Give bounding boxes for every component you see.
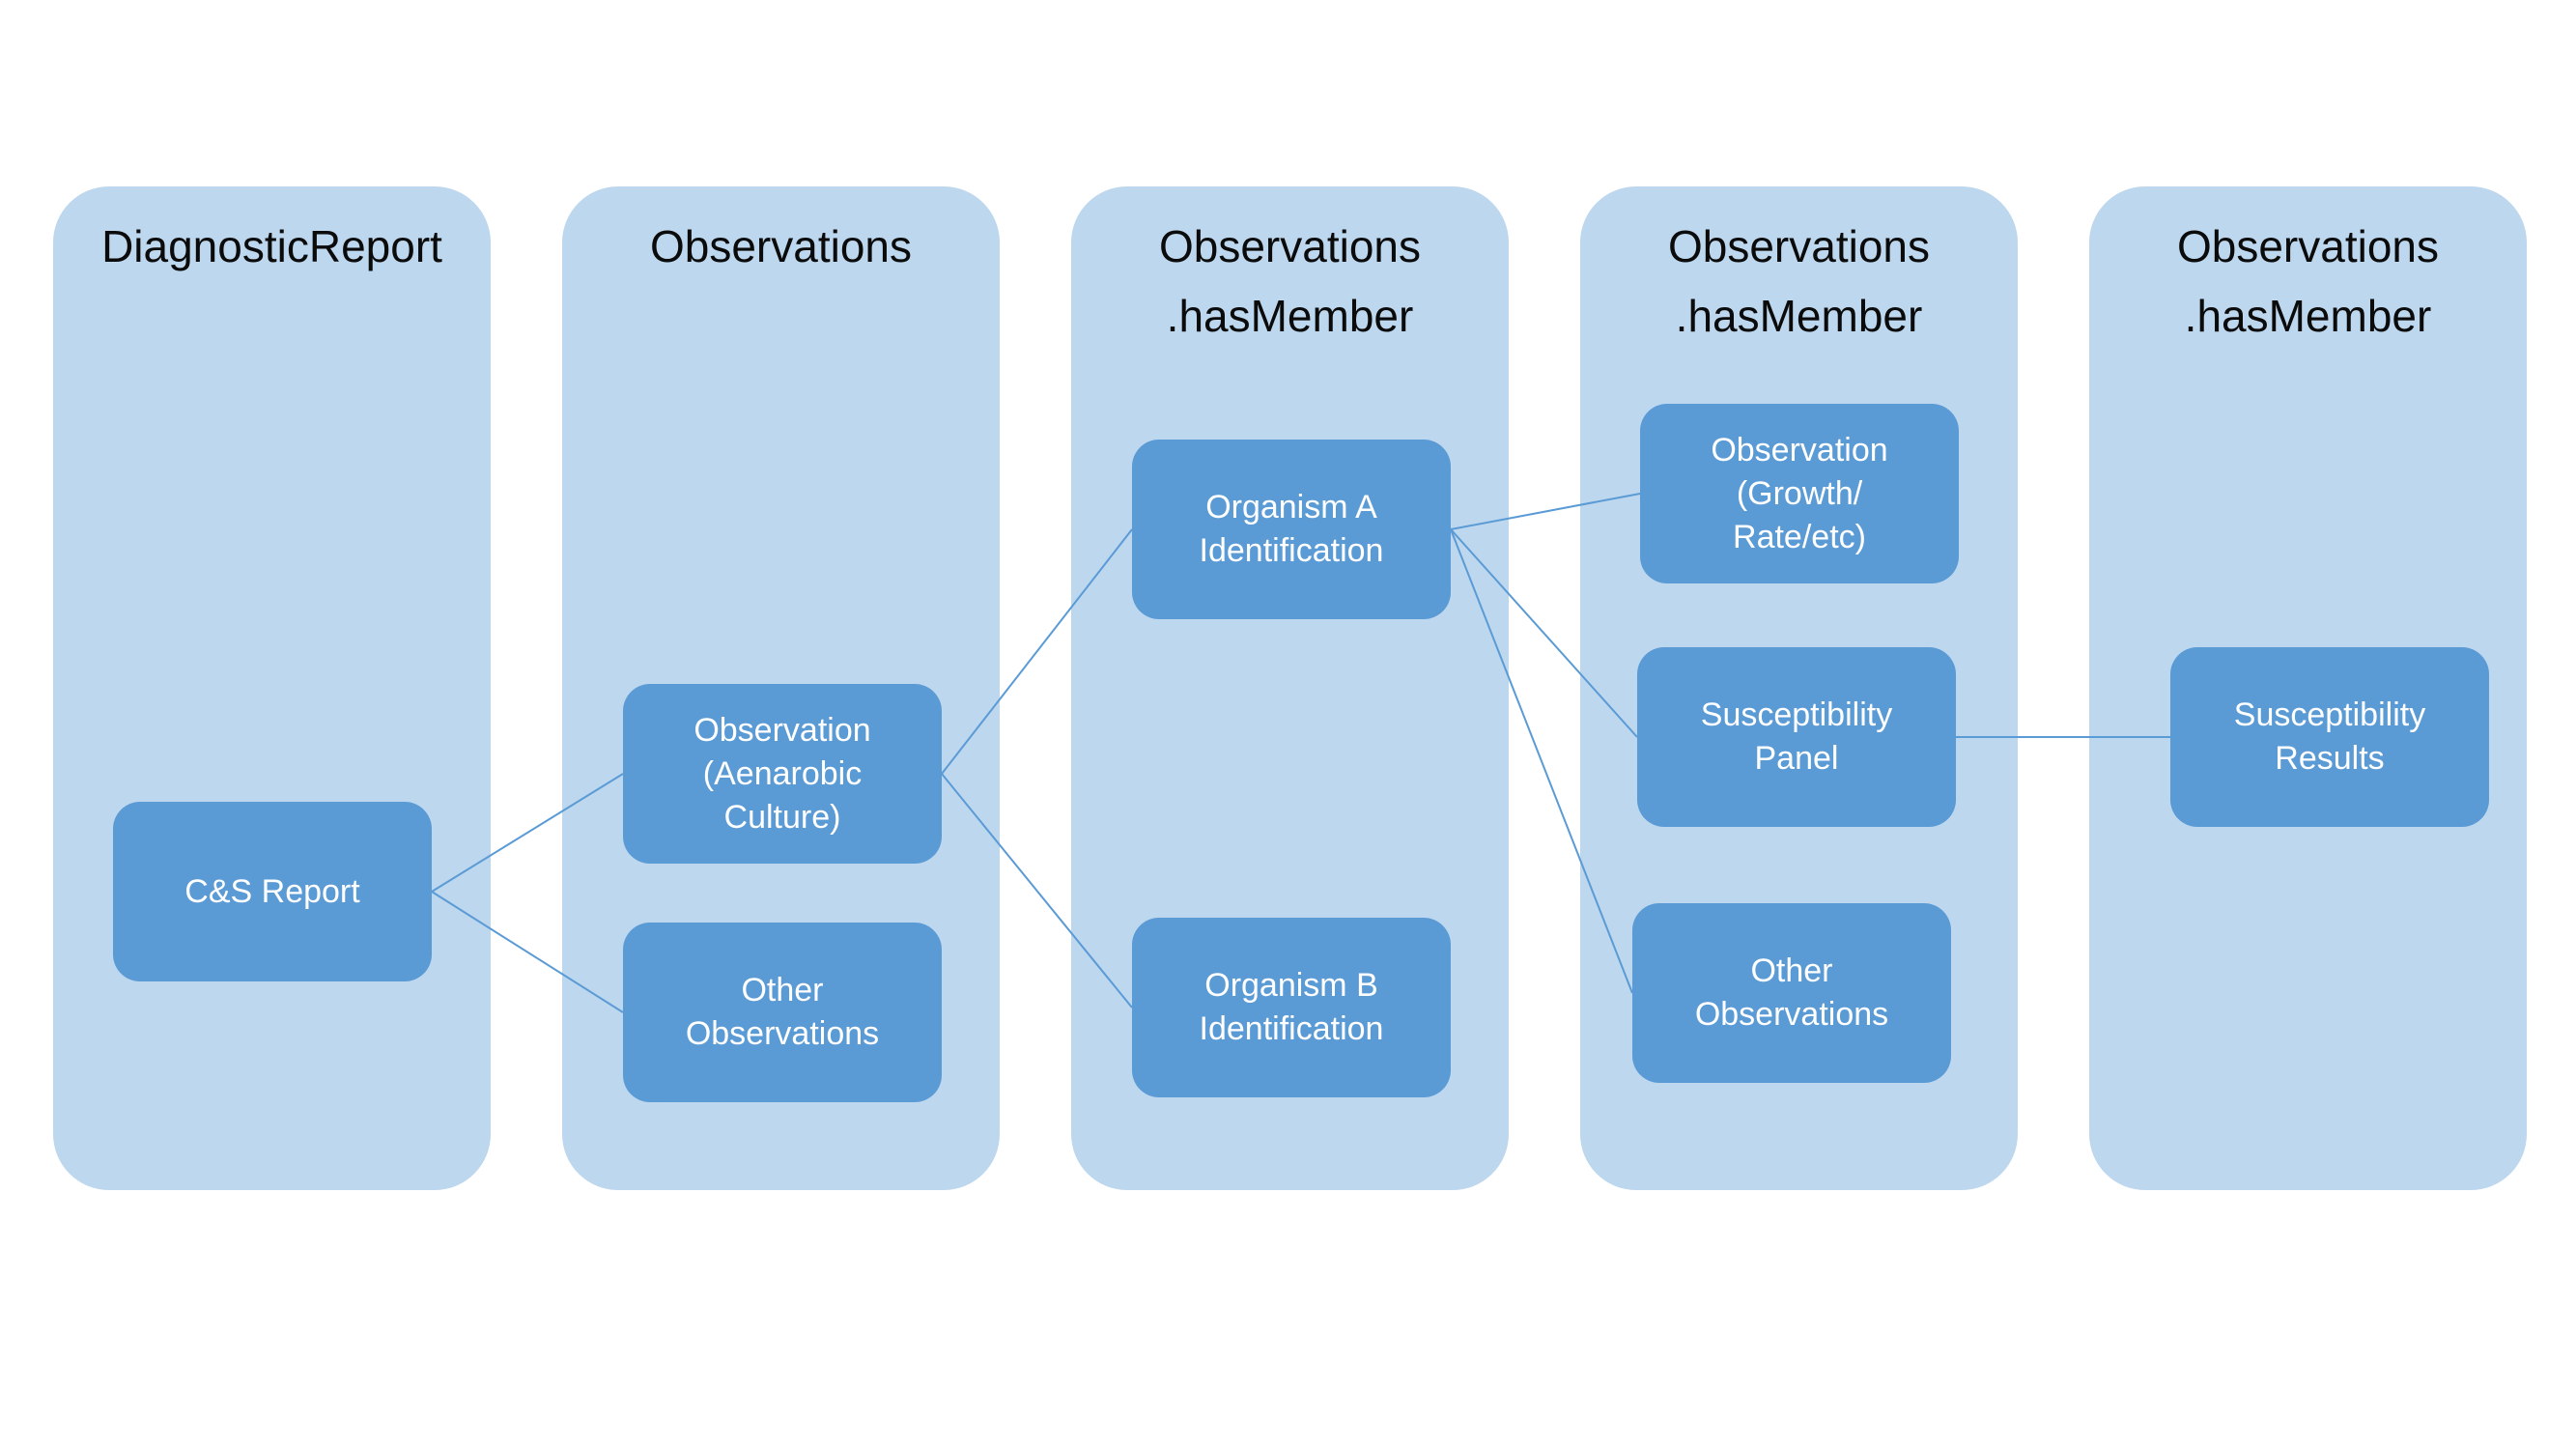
- node-observation-growth-rate: Observation (Growth/ Rate/etc): [1640, 404, 1959, 583]
- node-label: Observation (Aenarobic Culture): [694, 711, 871, 836]
- node-other-observations-2: Other Observations: [1632, 903, 1951, 1083]
- column-diagnostic-report: DiagnosticReport: [53, 186, 491, 1190]
- node-organism-a-identification: Organism A Identification: [1132, 440, 1451, 619]
- node-label: C&S Report: [184, 872, 360, 910]
- node-susceptibility-results: Susceptibility Results: [2170, 647, 2489, 827]
- node-susceptibility-panel: Susceptibility Panel: [1637, 647, 1956, 827]
- node-label: Susceptibility Panel: [1700, 696, 1893, 777]
- node-organism-b-identification: Organism B Identification: [1132, 918, 1451, 1097]
- node-label: Organism B Identification: [1199, 967, 1384, 1047]
- column-title: Observations: [649, 221, 912, 271]
- node-observation-aenarobic-culture: Observation (Aenarobic Culture): [623, 684, 942, 864]
- node-other-observations-1: Other Observations: [623, 923, 942, 1102]
- node-cs-report: C&S Report: [113, 802, 432, 981]
- node-label: Observation (Growth/ Rate/etc): [1711, 431, 1888, 555]
- node-label: Organism A Identification: [1199, 489, 1384, 569]
- column-title: Observations .hasMember: [2176, 221, 2439, 341]
- node-label: Other Observations: [1694, 952, 1889, 1033]
- column-title: DiagnosticReport: [101, 221, 442, 271]
- column-title: Observations .hasMember: [1667, 221, 1930, 341]
- node-label: Susceptibility Results: [2233, 696, 2426, 777]
- column-title: Observations .hasMember: [1158, 221, 1421, 341]
- node-label: Other Observations: [685, 972, 880, 1052]
